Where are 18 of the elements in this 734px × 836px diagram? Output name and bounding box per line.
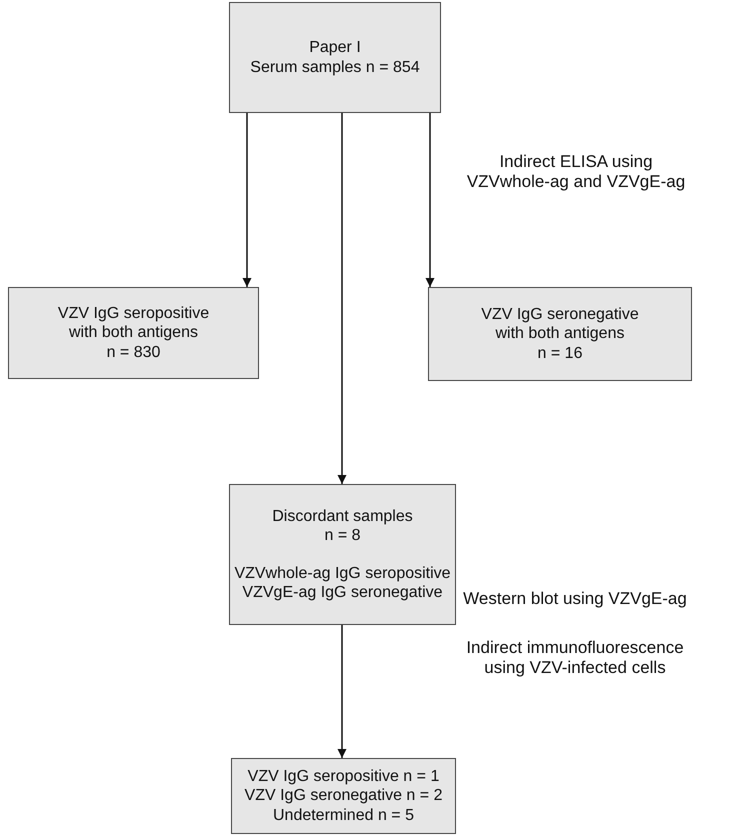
process-box: [229, 2, 441, 113]
arrow: [426, 113, 434, 287]
box-text: VZV IgG seropositive n = 1 VZV IgG seronegative n = 2 Undetermined n = 5: [244, 767, 442, 825]
box-text: Paper I Serum samples n = 854: [250, 38, 420, 77]
box-text: VZV IgG seropositive with both antigens n = 830: [58, 304, 210, 362]
process-box: [428, 287, 692, 381]
box-text: VZV IgG seronegative with both antigens n = 16: [481, 305, 639, 363]
box-text: Discordant samples n = 8: [272, 507, 413, 546]
box-text: VZVwhole-ag IgG seropositive VZVgE-ag IgG seronegative: [234, 564, 451, 602]
arrow: [242, 113, 252, 287]
arrow: [338, 113, 346, 484]
arrow: [338, 625, 346, 758]
process-box: [8, 287, 259, 379]
annotation-text: Western blot using VZVgE-ag: [463, 589, 687, 610]
process-box: [231, 758, 456, 834]
annotation-text: Indirect immunofluorescence using VZV-infected cells: [466, 638, 684, 679]
process-box: [229, 484, 456, 625]
annotation-text: Indirect ELISA using VZVwhole-ag and VZVgE-ag: [466, 152, 686, 193]
